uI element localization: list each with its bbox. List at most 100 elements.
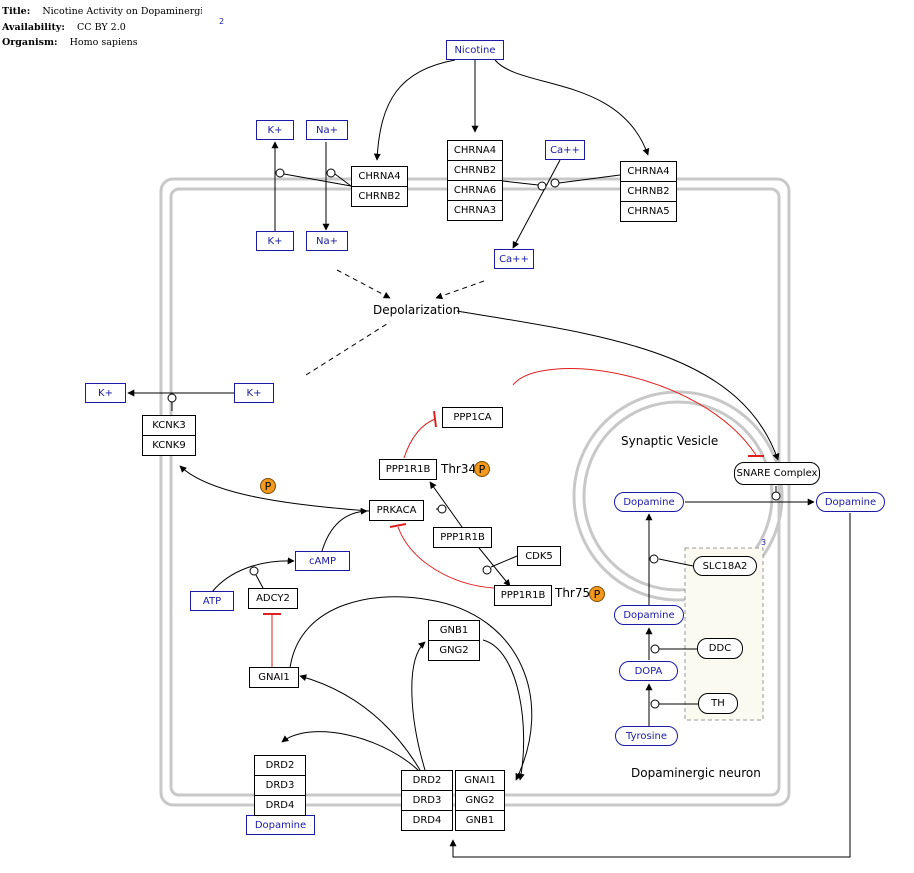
gene-ppp1r1b-mid[interactable]: PPP1R1B: [433, 527, 492, 548]
availability-row: Availability: CC BY 2.0: [2, 22, 126, 33]
enzyme-group: [684, 547, 764, 721]
gene-ppp1r1b-bottom[interactable]: PPP1R1B: [494, 585, 552, 606]
gene-slc18a2[interactable]: SLC18A2: [693, 556, 757, 576]
metabolite-k-bottom[interactable]: K+: [256, 231, 294, 251]
edge-gprot-drd2-left: [281, 731, 419, 771]
gene-drd3-mid[interactable]: DRD3: [401, 790, 453, 811]
metabolite-na-bottom[interactable]: Na+: [306, 231, 348, 251]
edge-prkaca-ppp1r1b-top: [429, 481, 463, 528]
phospho-badge-thr34: P: [474, 461, 490, 477]
metabolite-k-right[interactable]: K+: [234, 383, 274, 403]
gene-chrna4-mid[interactable]: CHRNA4: [447, 140, 503, 161]
gene-chrna4-left[interactable]: CHRNA4: [351, 166, 408, 187]
gene-kcnk9[interactable]: KCNK9: [142, 435, 196, 456]
edge-depol-1: [336, 269, 391, 299]
edge-gprot-gnai1: [299, 674, 421, 771]
edge-chrna-mid-ca: [502, 180, 539, 186]
gene-chrna5-right[interactable]: CHRNA5: [620, 201, 677, 222]
availability-value: CC BY 2.0: [77, 22, 126, 33]
metabolite-k-top[interactable]: K+: [256, 120, 294, 140]
metabolite-ca-bottom[interactable]: Ca++: [494, 249, 534, 269]
gene-adcy2[interactable]: ADCY2: [248, 588, 298, 609]
gene-ddc[interactable]: DDC: [697, 638, 743, 659]
gene-ppp1r1b-top[interactable]: PPP1R1B: [379, 459, 437, 480]
gene-gnai1-mid[interactable]: GNAI1: [455, 770, 505, 791]
edge-ppp1r1b-inhibits-ppp1ca: [403, 418, 436, 459]
gene-th[interactable]: TH: [698, 693, 738, 714]
metabolite-na-top[interactable]: Na+: [306, 120, 348, 140]
edge-prkaca-kcnk: [179, 465, 370, 512]
metabolite-camp[interactable]: cAMP: [295, 551, 350, 571]
metabolite-dopamine-vesicle[interactable]: Dopamine: [614, 492, 684, 512]
edge-release-drd: [449, 513, 851, 858]
gene-drd3-left[interactable]: DRD3: [254, 775, 306, 796]
edge-ppp1ca-inhibits-snare: [512, 368, 757, 456]
synaptic-vesicle-label: Synaptic Vesicle: [621, 434, 719, 448]
catalysis-mark: [771, 491, 781, 501]
note-number: 2: [219, 17, 225, 26]
edge-depol-2: [435, 280, 485, 300]
organism-value: Homo sapiens: [69, 37, 138, 48]
title-row: Title: Nicotine Activity on Dopaminergic…: [2, 6, 203, 17]
catalysis-mark: [650, 699, 660, 709]
edge-depol-snare: [456, 310, 780, 461]
metabolite-dopamine-released[interactable]: Dopamine: [816, 492, 885, 512]
gene-gng2-top[interactable]: GNG2: [428, 640, 480, 661]
gene-gnb1-mid[interactable]: GNB1: [455, 810, 505, 831]
pathway-title: Nicotine Activity on Dopaminergic Neuro: [42, 6, 203, 17]
catalysis-mark: [482, 565, 492, 575]
metabolite-ca-top[interactable]: Ca++: [545, 140, 585, 160]
gene-gnai1-left[interactable]: GNAI1: [249, 667, 299, 688]
gene-drd2-left[interactable]: DRD2: [254, 755, 306, 776]
catalysis-mark: [649, 554, 659, 564]
dopaminergic-neuron-label: Dopaminergic neuron: [631, 766, 761, 780]
edge-depol-3: [305, 321, 391, 376]
gene-gng2-mid[interactable]: GNG2: [455, 790, 505, 811]
gene-kcnk3[interactable]: KCNK3: [142, 415, 196, 436]
gene-chrna6-mid[interactable]: CHRNA6: [447, 180, 503, 201]
gene-cdk5[interactable]: CDK5: [517, 546, 561, 566]
gene-chrna3-mid[interactable]: CHRNA3: [447, 200, 503, 221]
gene-drd2-mid[interactable]: DRD2: [401, 770, 453, 791]
gene-chrnb2-right[interactable]: CHRNB2: [620, 181, 677, 202]
gene-drd4-mid[interactable]: DRD4: [401, 810, 453, 831]
gene-chrna4-right[interactable]: CHRNA4: [620, 161, 677, 182]
catalysis-mark: [437, 504, 447, 514]
gene-snare-complex[interactable]: SNARE Complex: [734, 462, 820, 485]
catalysis-mark: [275, 168, 285, 178]
metabolite-tyrosine[interactable]: Tyrosine: [615, 726, 678, 746]
metabolite-dopamine-cytosol[interactable]: Dopamine: [614, 605, 684, 625]
catalysis-mark: [326, 168, 336, 178]
phospho-badge-thr75: P: [589, 586, 605, 602]
edge-nicotine-chrna4-left: [373, 59, 456, 161]
edge-ppp1r1b-inhibits-prkaca: [397, 526, 495, 589]
edge-gnai1-gprot: [289, 596, 533, 781]
catalysis-mark: [167, 393, 177, 403]
edge-camp-prkaca: [321, 507, 368, 552]
thr34-label: Thr34: [441, 462, 477, 476]
edge-chrna-right-ca: [558, 174, 621, 184]
edge-gprot-gnb1: [411, 641, 426, 771]
metabolite-dopamine-bottom[interactable]: Dopamine: [246, 815, 315, 835]
gene-gnb1-top[interactable]: GNB1: [428, 620, 480, 641]
gene-chrnb2-mid[interactable]: CHRNB2: [447, 160, 503, 181]
phospho-badge-prkaca: P: [260, 478, 276, 494]
catalysis-mark: [650, 644, 660, 654]
edge-ca-transport: [512, 159, 561, 249]
edge-atp-camp: [211, 557, 295, 593]
gene-drd4-left[interactable]: DRD4: [254, 795, 306, 816]
group-number: 3: [761, 538, 767, 547]
catalysis-mark: [249, 566, 259, 576]
gene-prkaca[interactable]: PRKACA: [369, 500, 424, 521]
metabolite-atp[interactable]: ATP: [190, 591, 234, 611]
synaptic-vesicle-outer: [572, 390, 784, 602]
metabolite-dopa[interactable]: DOPA: [619, 661, 678, 681]
metabolite-nicotine[interactable]: Nicotine: [446, 40, 504, 60]
metabolite-k-left[interactable]: K+: [85, 383, 126, 403]
gene-chrnb2-left[interactable]: CHRNB2: [351, 186, 408, 207]
catalysis-mark: [537, 181, 547, 191]
edge-chrna4-left-na: [334, 173, 352, 187]
gene-ppp1ca[interactable]: PPP1CA: [442, 407, 503, 428]
edge-slc18a2-link: [658, 558, 694, 567]
